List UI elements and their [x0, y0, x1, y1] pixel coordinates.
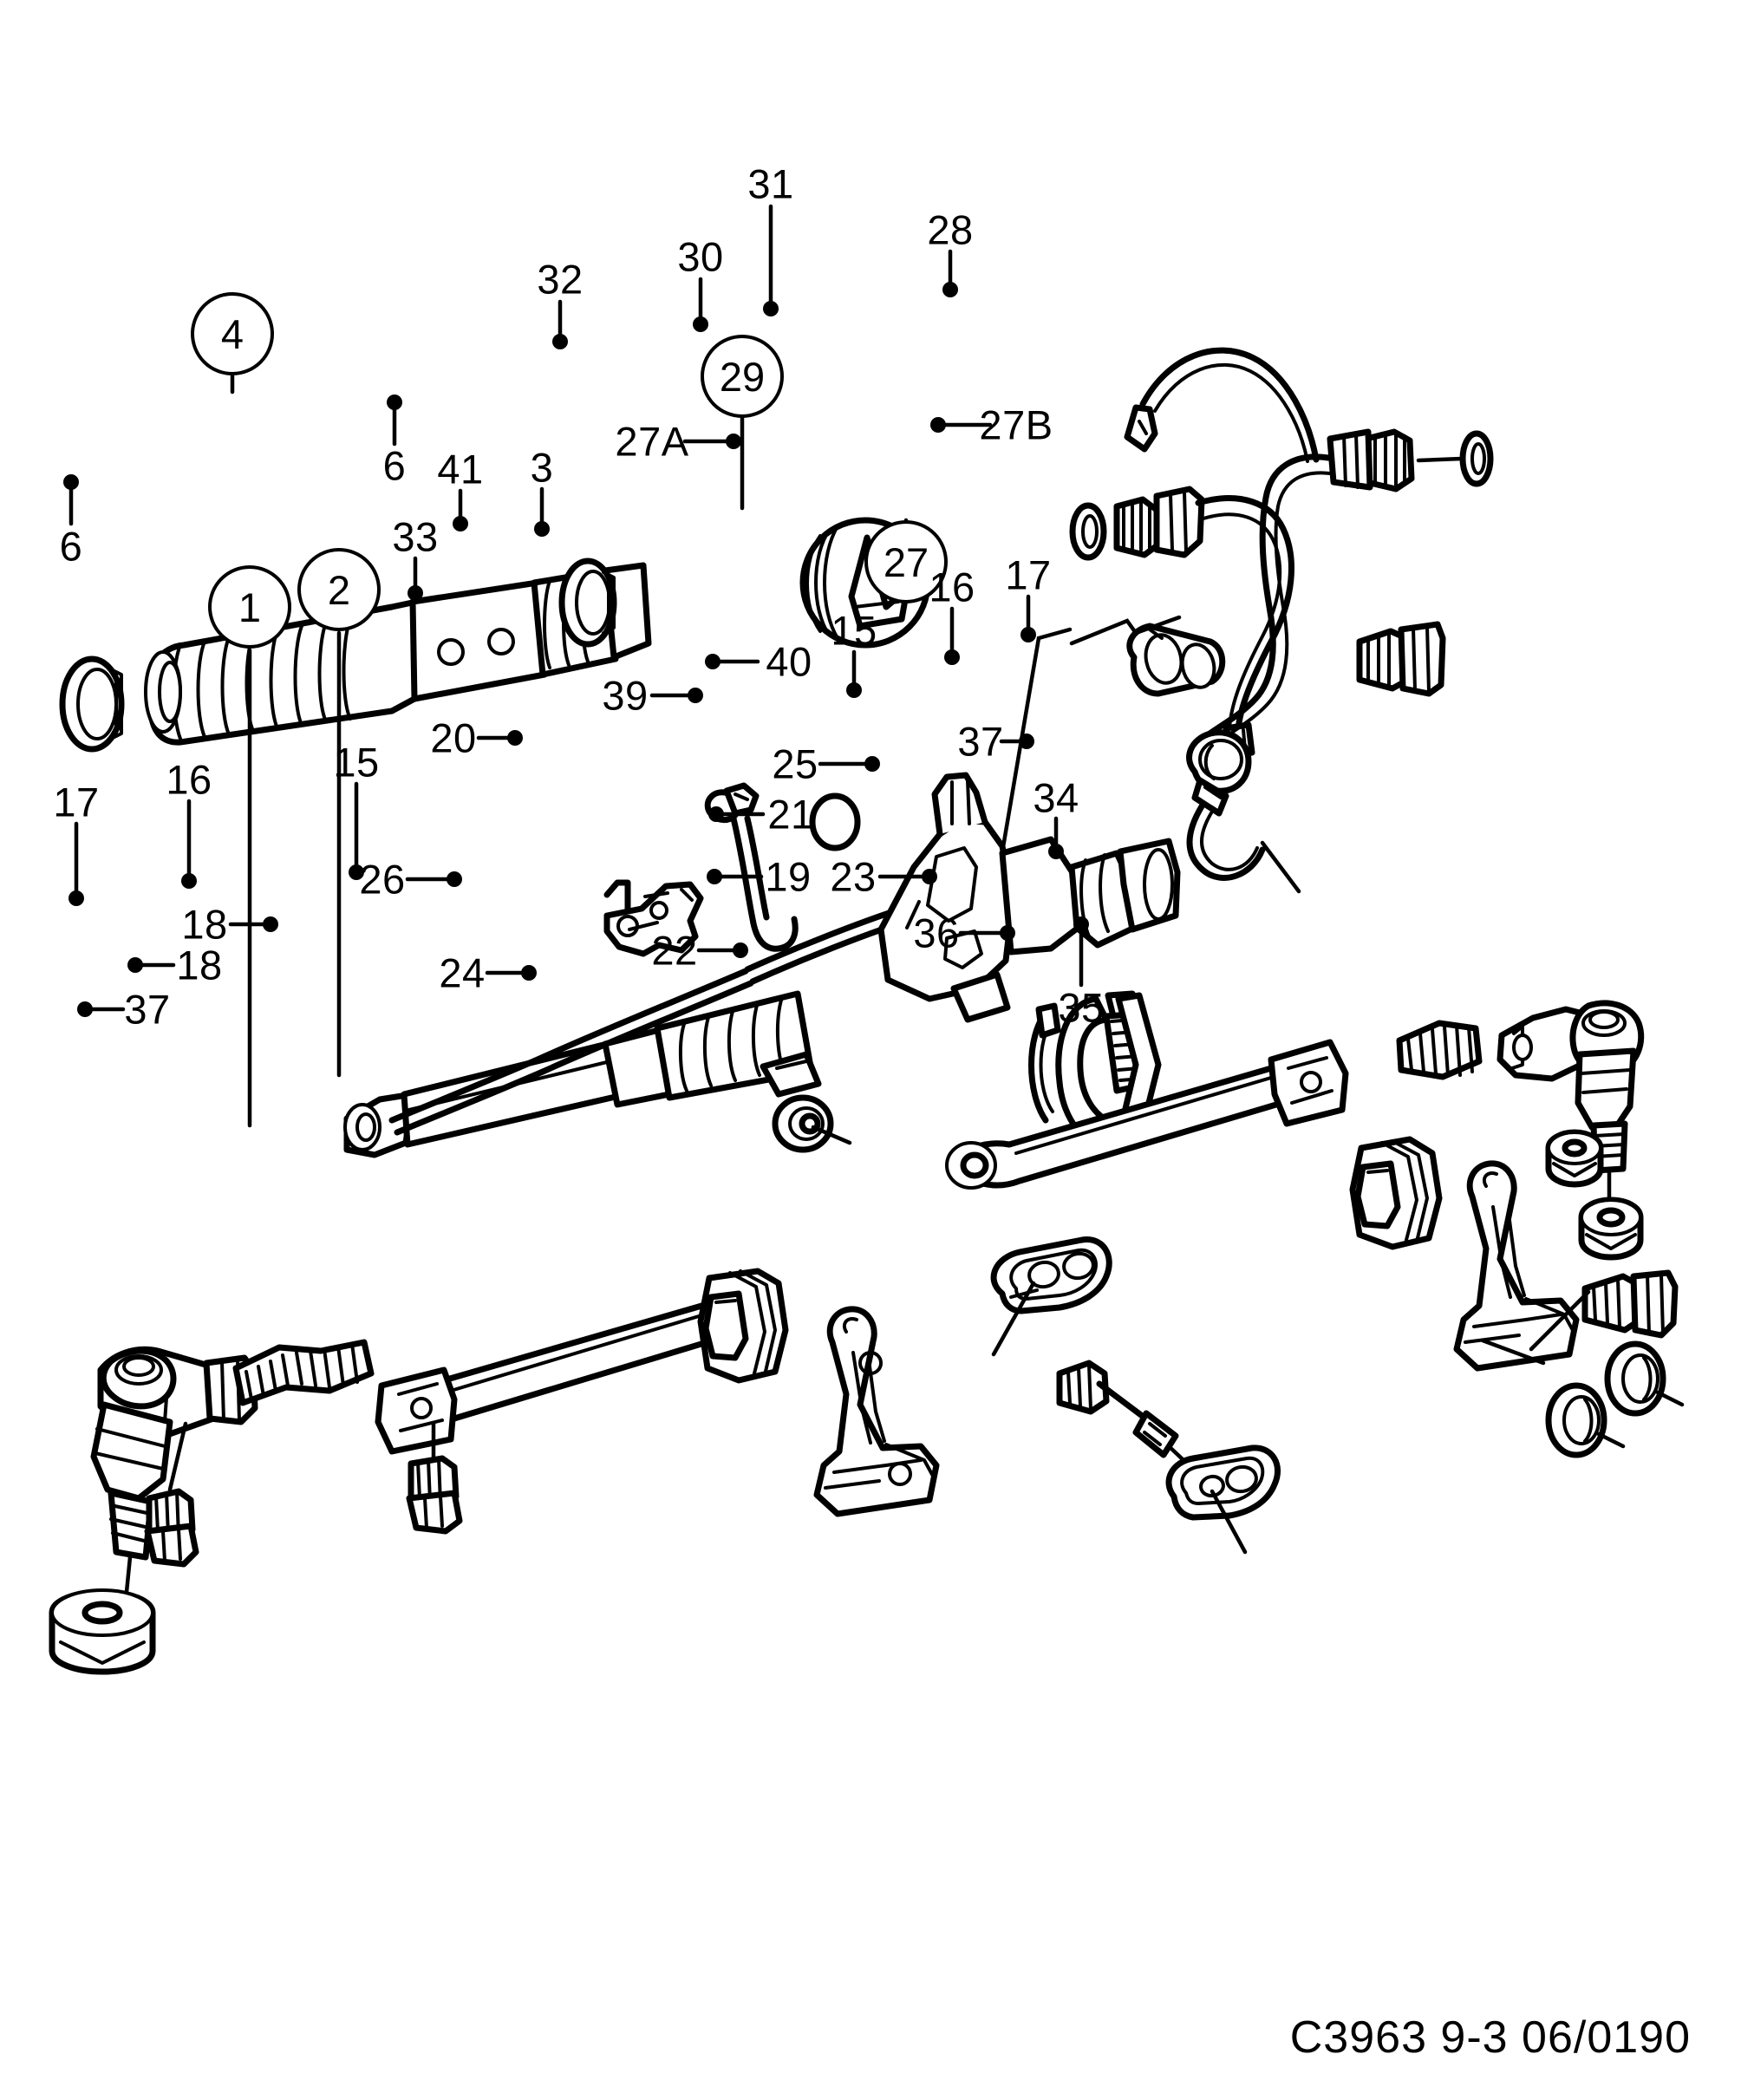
- callout-label-tie-rod: 15: [333, 739, 380, 786]
- bushing-20: [772, 1094, 852, 1153]
- callout-label-boot-clamp: 40: [766, 638, 812, 685]
- callout-label-banjo-bolt: 27B: [979, 401, 1053, 448]
- banjo-bolt-27B: [1356, 621, 1446, 697]
- boot-clamp-ring-left: [59, 655, 125, 753]
- callout-label-mounting-bracket: 24: [439, 949, 486, 996]
- tie-rod-right-assembly: [945, 1000, 1645, 1261]
- bolt-19: [1056, 1360, 1201, 1477]
- o-ring-28: [1459, 430, 1494, 487]
- callout-label-o-ring: 28: [927, 206, 974, 253]
- bellows-boot-assembly: [59, 558, 652, 753]
- callout-label-plug-seal: 3: [530, 444, 554, 491]
- tie-rod-left-assembly: [49, 1297, 734, 1675]
- clamp-plate-22: [1165, 1445, 1281, 1555]
- bellows-boot: [144, 598, 420, 746]
- hose-31: [1124, 347, 1320, 463]
- callout-label-tie-rod-end-ball-joint: 17: [53, 779, 100, 825]
- o-ring-30: [1069, 502, 1107, 561]
- steering-gear-assembly: [343, 772, 1181, 1158]
- mounting-bracket-24: [813, 1306, 940, 1517]
- line-elbow-fitting: [1186, 729, 1266, 881]
- callout-label-retaining-clip: 41: [437, 446, 484, 492]
- washer-35: [1604, 1340, 1685, 1417]
- bolt-18-b: [406, 1421, 463, 1535]
- callout-label-tie-rod-adjuster-sleeve: 16: [166, 756, 212, 803]
- mounting-bracket-23: [1453, 1160, 1685, 1458]
- callout-label-o-ring: 30: [677, 233, 724, 280]
- callout-circle-steering-gear-sub-assembly: 2: [297, 548, 381, 631]
- bolt-34: [1581, 1269, 1679, 1339]
- line-clamp-bracket-27A: [1126, 623, 1226, 697]
- plug-seal-3: [809, 792, 861, 851]
- bolt-18-a: [144, 1421, 199, 1568]
- callout-label-boot-clamp-ring: 6: [382, 442, 407, 489]
- callout-label-curved-hose: 31: [747, 160, 794, 207]
- callout-circle-steering-gear-assembly: 1: [208, 565, 291, 649]
- callout-circle-steering-rack-bellows-boot-assembly: 4: [191, 292, 274, 375]
- callout-label-line-clamp-bracket: 27A: [615, 418, 689, 465]
- castle-nut-left: [49, 1588, 156, 1675]
- callout-circle-return-line-assembly: 27: [864, 520, 948, 603]
- callout-circle-label: 2: [327, 566, 351, 613]
- return-line-27: [1069, 428, 1494, 894]
- rubber-mount-bushing-26: [697, 1268, 789, 1384]
- callout-label-tie-rod-adjuster-sleeve: 16: [929, 564, 975, 610]
- callout-circle-label: 1: [238, 584, 262, 630]
- boot-clamp-ring-right: [558, 558, 617, 648]
- clamp-plate-21: [990, 1236, 1112, 1357]
- callout-circle-pressure-hose-assembly: 29: [701, 335, 784, 418]
- callout-label-rubber-mount-bushing: 26: [359, 856, 406, 903]
- washer-36: [1545, 1382, 1626, 1458]
- callout-label-washer: 36: [913, 910, 960, 956]
- drawing-reference-code: C3963 9-3 06/0190: [1289, 2012, 1691, 2063]
- callout-label-bushing: 20: [430, 714, 477, 761]
- rubber-mount-bushing-25: [1349, 1136, 1443, 1250]
- callout-label-bolt: 18: [176, 942, 223, 988]
- callout-label-mounting-clip: 33: [392, 513, 439, 560]
- mounting-clip-33: [603, 879, 704, 957]
- castle-nut-37-upper: [1545, 1129, 1604, 1188]
- callout-label-castle-nut: 37: [124, 986, 171, 1033]
- callout-label-rubber-mount-bushing: 25: [772, 740, 818, 787]
- callout-label-tie-rod: 15: [831, 607, 877, 654]
- retaining-clip-41: [704, 782, 799, 952]
- callout-label-clamp-plate: 21: [767, 791, 814, 838]
- boot-clamp-39: [1028, 1002, 1061, 1124]
- callout-label-bolt: 19: [765, 853, 812, 900]
- callout-circle-label: 4: [220, 310, 245, 357]
- callout-label-end-cap-seal: 32: [537, 256, 584, 303]
- callout-label-mounting-bracket: 23: [830, 853, 877, 900]
- callout-label-clamp-plate: 22: [651, 927, 698, 974]
- callout-circle-label: 29: [719, 353, 766, 400]
- callout-label-tie-rod-end-ball-joint: 17: [1005, 551, 1052, 598]
- callout-leaders: [63, 204, 1089, 1128]
- callout-label-boot-clamp-ring: 6: [59, 523, 83, 570]
- callout-label-castle-nut: 37: [957, 718, 1004, 765]
- callout-label-bolt: 18: [181, 901, 228, 948]
- callout-circle-label: 27: [883, 538, 929, 585]
- castle-nut-right: [1578, 1197, 1644, 1261]
- callout-label-bolt: 34: [1033, 774, 1079, 821]
- callout-label-washer: 35: [1058, 984, 1105, 1031]
- callout-label-boot-clamp: 39: [602, 672, 649, 719]
